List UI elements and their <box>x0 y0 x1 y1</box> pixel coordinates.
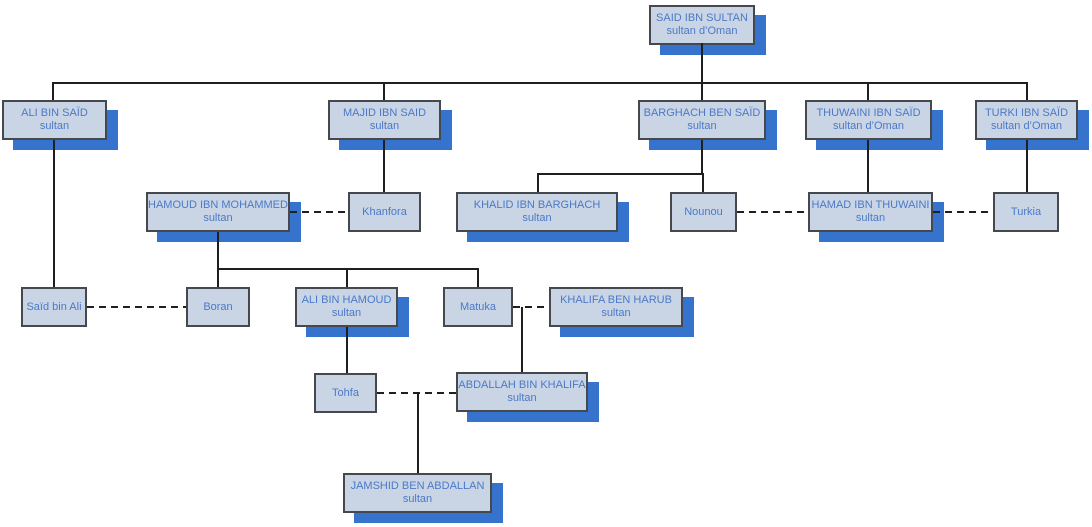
node-majid-ibn-said: MAJID IBN SAID sultan <box>328 100 441 140</box>
marriage-said-bin-ali-boran <box>87 306 186 308</box>
node-label: ALI BIN HAMOUD <box>301 294 392 306</box>
connector-drop-nounou <box>702 173 704 192</box>
connector-drop-matuka <box>477 268 479 287</box>
node-hamad-ibn-thuwaini: HAMAD IBN THUWAINI sultan <box>808 192 933 232</box>
connector-majid-to-khanfora <box>383 140 385 192</box>
connector-drop-majid <box>383 82 385 100</box>
node-said-ibn-sultan: SAID IBN SULTAN sultan d’Oman <box>649 5 755 45</box>
node-label: Turkia <box>1010 205 1042 218</box>
connector-barghach-bus <box>537 173 703 175</box>
connector-drop-ali-bin-said <box>52 82 54 100</box>
connector-said-to-bus <box>701 43 703 100</box>
node-nounou: Nounou <box>670 192 737 232</box>
node-khalifa-ben-harub: KHALIFA BEN HARUB sultan <box>549 287 683 327</box>
node-boran: Boran <box>186 287 250 327</box>
node-thuwaini-ibn-said: THUWAINI IBN SAÏD sultan d’Oman <box>805 100 932 140</box>
node-subtitle: sultan d’Oman <box>991 120 1062 132</box>
connector-drop-ali-bin-hamoud <box>346 268 348 287</box>
node-jamshid-ben-abdallan: JAMSHID BEN ABDALLAN sultan <box>343 473 492 513</box>
node-subtitle: sultan <box>601 307 631 319</box>
connector-marriage-to-abdallah <box>521 307 523 372</box>
node-label: Khanfora <box>362 205 407 218</box>
connector-generation1-bus <box>52 82 1027 84</box>
node-subtitle: sultan d’Oman <box>666 25 738 37</box>
node-label: SAID IBN SULTAN <box>656 12 748 24</box>
connector-turki-to-turkia <box>1026 140 1028 192</box>
node-label: KHALID IBN BARGHACH <box>473 199 601 211</box>
node-subtitle: sultan d’Oman <box>833 120 904 132</box>
node-label: MAJID IBN SAID <box>342 107 427 119</box>
node-label: KHALIFA BEN HARUB <box>560 294 672 306</box>
connector-hamoud-to-bus <box>217 232 219 268</box>
node-label: JAMSHID BEN ABDALLAN <box>350 480 485 492</box>
node-subtitle: sultan <box>39 120 70 132</box>
node-label: HAMAD IBN THUWAINI <box>811 199 930 211</box>
node-subtitle: sultan <box>369 120 400 132</box>
node-label: ABDALLAH BIN KHALIFA <box>458 379 586 391</box>
node-label: Matuka <box>459 300 497 313</box>
node-subtitle: sultan <box>522 212 552 224</box>
node-label: Tohfa <box>332 386 359 399</box>
connector-barghach-to-bus <box>701 140 703 173</box>
node-label: Boran <box>203 300 233 313</box>
connector-drop-turki <box>1026 82 1028 100</box>
node-ali-bin-hamoud: ALI BIN HAMOUD sultan <box>295 287 398 327</box>
node-label: BARGHACH BEN SAÏD <box>643 107 761 119</box>
connector-drop-thuwaini <box>867 82 869 100</box>
node-label: TURKI IBN SAÏD <box>984 107 1069 119</box>
marriage-hamad-turkia <box>933 211 993 213</box>
connector-thuwaini-to-hamad <box>867 140 869 192</box>
connector-ali-to-said-bin-ali <box>53 140 55 287</box>
connector-marriage-to-jamshid <box>417 393 419 473</box>
node-turkia: Turkia <box>993 192 1059 232</box>
marriage-matuka-khalifa <box>513 306 549 308</box>
node-barghach-ben-said: BARGHACH BEN SAÏD sultan <box>638 100 766 140</box>
connector-drop-khalid <box>537 173 539 192</box>
node-subtitle: sultan <box>507 392 537 404</box>
connector-hamoud-bus <box>217 268 478 270</box>
node-ali-bin-said: ALI BIN SAÏD sultan <box>2 100 107 140</box>
node-khalid-ibn-barghach: KHALID IBN BARGHACH sultan <box>456 192 618 232</box>
node-matuka: Matuka <box>443 287 513 327</box>
connector-drop-boran <box>217 268 219 287</box>
node-subtitle: sultan <box>331 307 362 319</box>
marriage-hamoud-khanfora <box>290 211 348 213</box>
node-subtitle: sultan <box>855 212 886 224</box>
node-label: ALI BIN SAÏD <box>21 107 88 119</box>
marriage-nounou-hamad <box>737 211 808 213</box>
node-label: Nounou <box>684 205 723 218</box>
node-label: Saïd bin Ali <box>26 300 82 313</box>
connector-ali-bin-hamoud-to-tohfa <box>346 327 348 373</box>
node-label: THUWAINI IBN SAÏD <box>816 107 921 119</box>
marriage-tohfa-abdallah <box>377 392 456 394</box>
node-subtitle: sultan <box>203 212 233 224</box>
node-said-bin-ali: Saïd bin Ali <box>21 287 87 327</box>
node-hamoud-ibn-mohammed: HAMOUD IBN MOHAMMED sultan <box>146 192 290 232</box>
node-khanfora: Khanfora <box>348 192 421 232</box>
node-label: HAMOUD IBN MOHAMMED <box>148 199 288 211</box>
node-subtitle: sultan <box>687 120 717 132</box>
node-abdallah-bin-khalifa: ABDALLAH BIN KHALIFA sultan <box>456 372 588 412</box>
node-subtitle: sultan <box>402 493 433 505</box>
node-turki-ibn-said: TURKI IBN SAÏD sultan d’Oman <box>975 100 1078 140</box>
node-tohfa: Tohfa <box>314 373 377 413</box>
